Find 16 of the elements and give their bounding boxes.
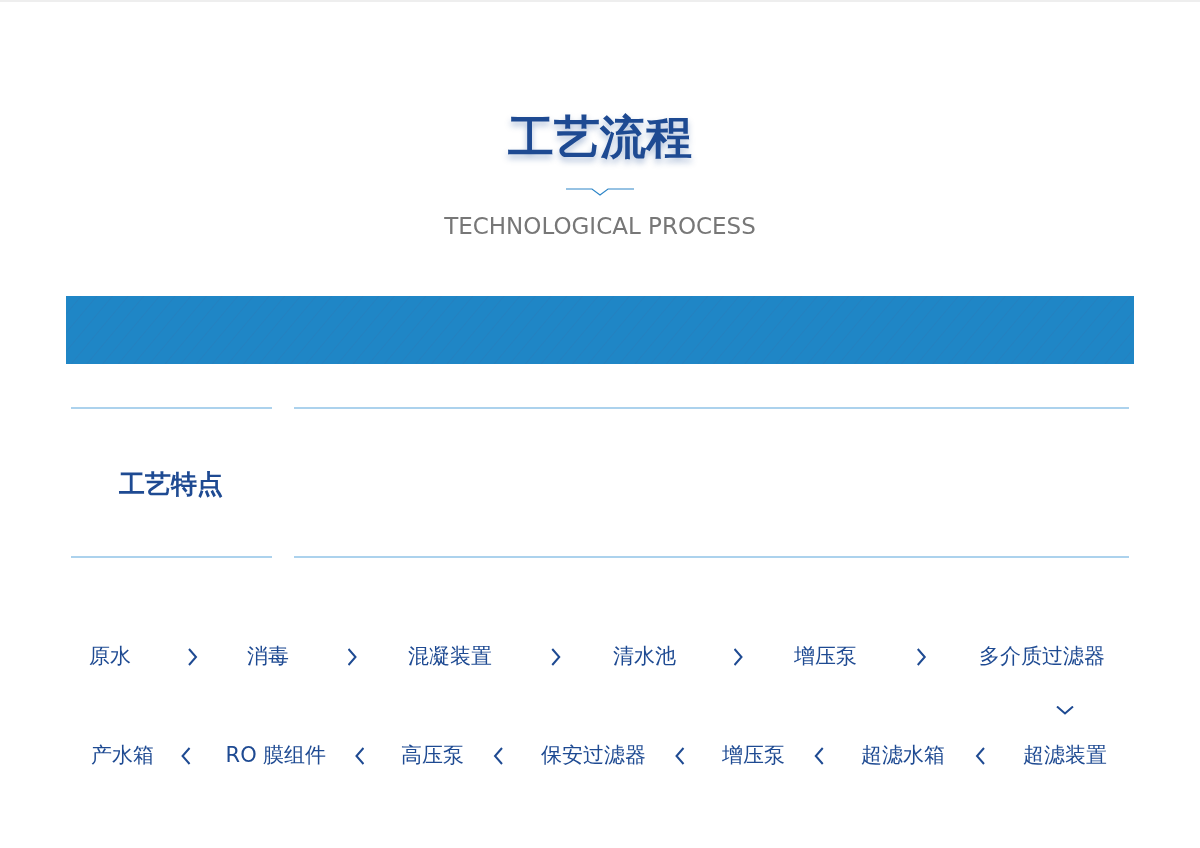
process-step: 增压泵 bbox=[793, 644, 857, 670]
section-heading: 工艺特点 bbox=[119, 467, 223, 501]
process-step: 混凝装置 bbox=[408, 644, 492, 670]
process-step: 消毒 bbox=[247, 644, 289, 670]
process-step: 多介质过滤器 bbox=[979, 644, 1105, 670]
title: 工艺流程 bbox=[508, 109, 692, 166]
process-step: RO 膜组件 bbox=[225, 743, 327, 769]
process-step: 高压泵 bbox=[400, 743, 464, 769]
subtitle: TECHNOLOGICAL PROCESS bbox=[444, 213, 756, 239]
process-step: 保安过滤器 bbox=[540, 743, 646, 769]
process-step: 超滤装置 bbox=[1023, 743, 1107, 769]
process-step: 原水 bbox=[89, 644, 131, 670]
process-step: 清水池 bbox=[612, 644, 676, 670]
process-step: 产水箱 bbox=[90, 743, 154, 769]
process-step: 超滤水箱 bbox=[861, 743, 945, 769]
process-step: 增压泵 bbox=[721, 743, 785, 769]
